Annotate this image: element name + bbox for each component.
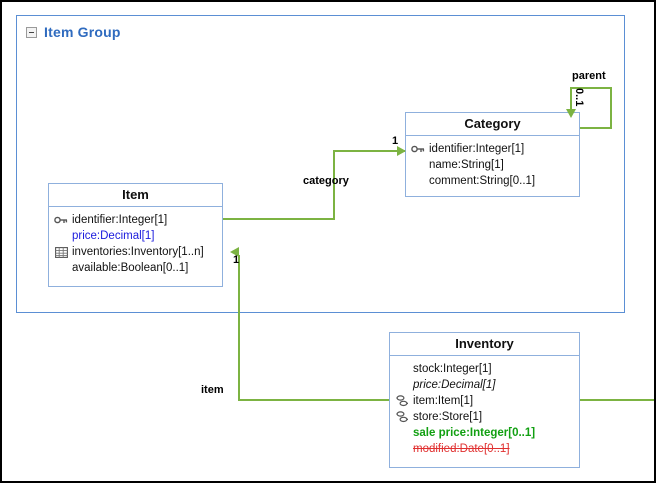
attribute-row[interactable]: modified:Date[0..1] [394,441,575,457]
table-icon [53,246,69,259]
attribute-row[interactable]: available:Boolean[0..1] [53,260,218,276]
attribute-text: price:Decimal[1] [72,230,155,242]
attribute-text: store:Store[1] [413,411,483,423]
class-attributes-item: identifier:Integer[1] price:Decimal[1] i… [49,207,222,281]
attribute-text: stock:Integer[1] [413,363,492,375]
minus-box-icon[interactable] [26,26,37,38]
no-icon [53,262,69,275]
association-label-parent: parent [572,70,606,82]
attribute-text: name:String[1] [429,159,504,171]
edge-category-horizontal-upper [333,150,405,152]
no-icon [394,427,410,440]
no-icon [394,363,410,376]
attribute-text: modified:Date[0..1] [413,443,510,455]
arrowhead-parent [566,109,576,118]
link-icon [394,395,410,408]
class-box-inventory[interactable]: Inventory stock:Integer[1] price:Decimal… [389,332,580,468]
class-name-item: Item [49,184,222,207]
attribute-row[interactable]: price:Decimal[1] [53,228,218,244]
edge-parent-vertical-left [570,87,572,112]
attribute-row[interactable]: store:Store[1] [394,409,575,425]
link-icon [394,411,410,424]
no-icon [394,379,410,392]
arrowhead-item [230,247,239,257]
attribute-row[interactable]: name:String[1] [410,157,575,173]
key-icon [53,214,69,227]
multiplicity-parent-target: 0..1 [573,88,585,107]
no-icon [410,175,426,188]
no-icon [53,230,69,243]
attribute-row[interactable]: price:Decimal[1] [394,377,575,393]
attribute-text: item:Item[1] [413,395,474,407]
attribute-row[interactable]: inventories:Inventory[1..n] [53,244,218,260]
attribute-row[interactable]: comment:String[0..1] [410,173,575,189]
edge-parent-horizontal-right [580,127,612,129]
attribute-row[interactable]: identifier:Integer[1] [53,212,218,228]
class-attributes-category: identifier:Integer[1] name:String[1] com… [406,136,579,194]
attribute-text: available:Boolean[0..1] [72,262,189,274]
class-name-inventory: Inventory [390,333,579,356]
attribute-row[interactable]: item:Item[1] [394,393,575,409]
attribute-text: inventories:Inventory[1..n] [72,246,204,258]
attribute-row[interactable]: sale price:Integer[0..1] [394,425,575,441]
association-label-category: category [303,175,349,187]
class-box-category[interactable]: Category identifier:Integer[1] name:Stri… [405,112,580,197]
association-label-item: item [201,384,224,396]
attribute-row[interactable]: stock:Integer[1] [394,361,575,377]
edge-store-stub [580,399,654,401]
package-title: Item Group [44,24,121,40]
attribute-text: identifier:Integer[1] [429,143,525,155]
package-item-group[interactable] [16,15,625,313]
edge-category-vertical [333,150,335,220]
attribute-text: price:Decimal[1] [413,379,496,391]
arrowhead-category [397,146,406,156]
edge-category-horizontal-lower [223,218,335,220]
edge-item-horizontal [238,399,390,401]
attribute-text: comment:String[0..1] [429,175,536,187]
attribute-text: identifier:Integer[1] [72,214,168,226]
edge-item-vertical [238,255,240,401]
multiplicity-category-target: 1 [392,135,399,147]
class-attributes-inventory: stock:Integer[1] price:Decimal[1] item:I… [390,356,579,462]
multiplicity-item-target: 1 [233,254,240,266]
edge-parent-horizontal-top [570,87,612,89]
class-name-category: Category [406,113,579,136]
attribute-text: sale price:Integer[0..1] [413,427,536,439]
no-icon [410,159,426,172]
class-box-item[interactable]: Item identifier:Integer[1] price:Decimal… [48,183,223,287]
edge-parent-vertical-right [610,87,612,129]
package-header: Item Group [26,24,121,40]
no-icon [394,443,410,456]
attribute-row[interactable]: identifier:Integer[1] [410,141,575,157]
key-icon [410,143,426,156]
